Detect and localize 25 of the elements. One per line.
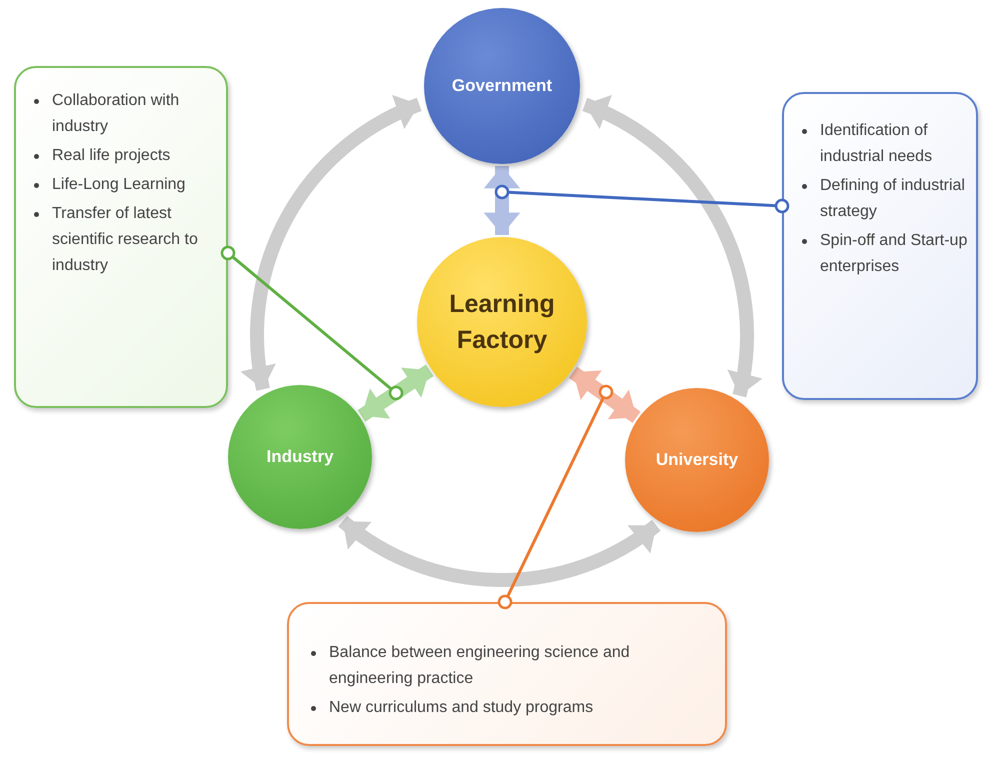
circle-label: Industry <box>266 446 334 468</box>
leader-line <box>494 184 790 214</box>
bullet-list-card <box>287 602 727 746</box>
bullet-item: Real life projects <box>52 146 172 166</box>
bullet-item: Balance between engineering science and engineering practice <box>329 643 631 689</box>
bullet-item: Collaboration with industry <box>52 91 180 137</box>
double-arrow <box>582 96 762 398</box>
circle-label: University <box>656 449 738 472</box>
bullet-item: Spin-off and Start-up enterprises <box>820 231 968 277</box>
bullet-item: Transfer of latest scientific research to industry <box>52 204 199 276</box>
bullet-item: Life-Long Learning <box>52 175 186 195</box>
circle-label: Government <box>452 75 552 98</box>
bullet-item: Identification of industrial needs <box>820 121 934 167</box>
double-arrow <box>568 366 641 424</box>
bullet-list-card <box>14 66 228 408</box>
bullet-list-card <box>782 92 978 400</box>
bullet-item: New curriculums and study programs <box>329 698 594 718</box>
double-arrow <box>242 96 422 390</box>
bullet-item: Defining of industrial strategy <box>820 176 966 222</box>
leader-line <box>220 246 404 400</box>
leader-line <box>498 384 614 610</box>
double-arrow <box>484 166 520 235</box>
circle-label: Learning Factory <box>448 289 556 356</box>
double-arrow <box>358 364 434 422</box>
double-arrow <box>338 516 660 587</box>
